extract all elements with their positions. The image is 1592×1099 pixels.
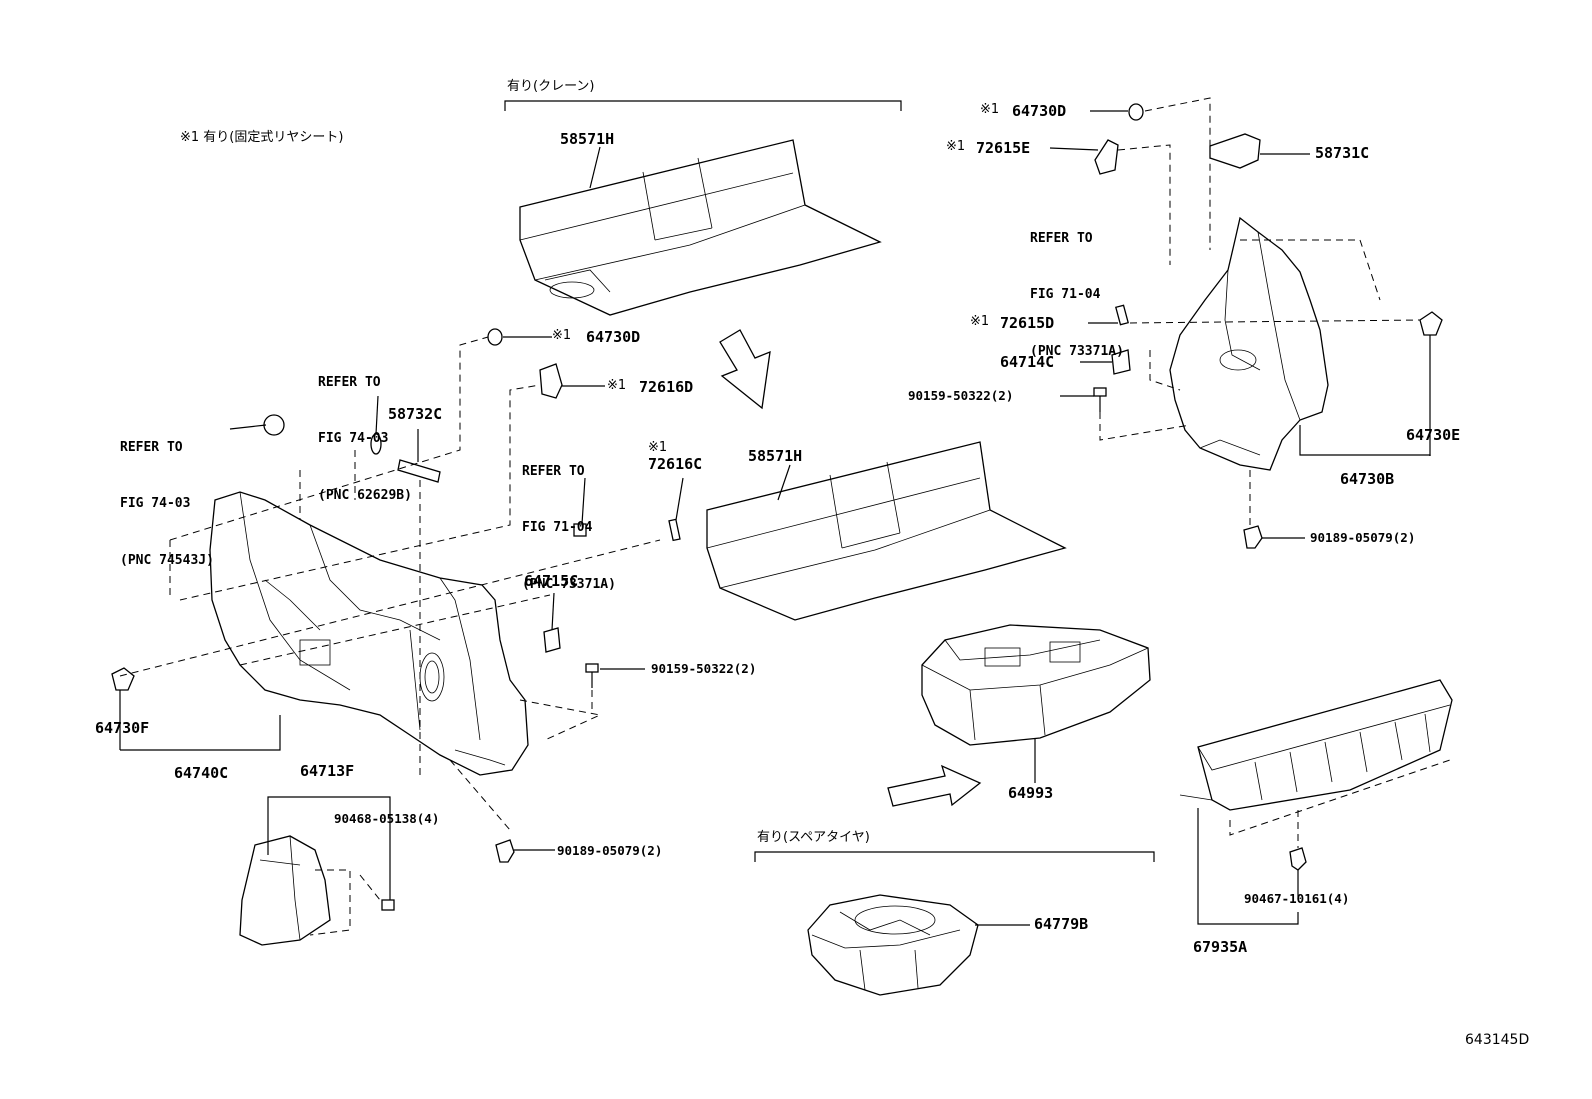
part-58732C[interactable]: 58732C	[388, 405, 443, 423]
bolt-90159-right	[1093, 387, 1107, 412]
deck-board-upper	[519, 139, 882, 316]
clip-64730D-mid	[487, 328, 503, 346]
bracket-64715C	[543, 627, 561, 653]
bracket-58732C	[397, 459, 441, 483]
part-90467-10161[interactable]: 90467-10161(4)	[1244, 891, 1350, 906]
part-64740C[interactable]: 64740C	[174, 764, 229, 782]
part-64730F[interactable]: 64730F	[95, 719, 150, 737]
crane-group-label: 有り(クレーン)	[507, 79, 595, 94]
clip-90189-left	[495, 839, 515, 863]
ref-line: (PNC 62629B)	[318, 487, 412, 503]
clip-64730F	[111, 667, 135, 691]
mark-64730D-mid: ※1	[552, 328, 572, 343]
mark-64730D-top: ※1	[980, 102, 1000, 117]
clip-72615D	[1115, 304, 1129, 326]
part-64730B[interactable]: 64730B	[1340, 470, 1395, 488]
crane-group-bracket	[504, 100, 902, 111]
right-quarter-trim-64730B	[1169, 216, 1329, 471]
ref-line: FIG 71-04	[1030, 287, 1101, 303]
tray-64993	[921, 624, 1151, 746]
part-72615D[interactable]: 72615D	[1000, 314, 1055, 332]
clip-72616C	[668, 518, 681, 542]
part-64713F[interactable]: 64713F	[300, 762, 355, 780]
note-fixed-rear-seat: ※1 有り(固定式リヤシート)	[180, 130, 344, 145]
bolt-90159-left	[585, 663, 599, 688]
part-64730E[interactable]: 64730E	[1406, 426, 1461, 444]
part-64714C[interactable]: 64714C	[1000, 353, 1055, 371]
refer-73371A-left[interactable]: REFER TO FIG 71-04 (PNC 73371A)	[522, 425, 616, 613]
spare-tire-group-bracket	[754, 851, 1155, 862]
ref-line: (PNC 74543J)	[120, 552, 214, 568]
part-72616D[interactable]: 72616D	[639, 378, 694, 396]
left-quarter-trim-64740C	[209, 491, 529, 776]
figure-id: 643145D	[1465, 1032, 1530, 1048]
clip-64730D-top	[1128, 103, 1144, 121]
refer-74543J[interactable]: REFER TO FIG 74-03 (PNC 74543J)	[120, 401, 214, 589]
assembly-arrow-down	[719, 329, 771, 410]
cover-58731C	[1209, 133, 1261, 169]
ref-line: REFER TO	[1030, 230, 1093, 246]
mark-72615E: ※1	[946, 139, 966, 154]
refer-73371A-right[interactable]: REFER TO FIG 71-04 (PNC 73371A)	[1030, 192, 1124, 380]
clip-90189-right	[1243, 525, 1263, 549]
spare-group-label: 有り(スペアタイヤ)	[757, 830, 870, 845]
part-64730D-mid[interactable]: 64730D	[586, 328, 641, 346]
part-90159-50322-left[interactable]: 90159-50322(2)	[651, 661, 757, 676]
mark-72616C: ※1	[648, 440, 668, 455]
part-58731C[interactable]: 58731C	[1315, 144, 1370, 162]
part-72616C[interactable]: 72616C	[648, 455, 703, 473]
clip-64730E	[1419, 311, 1443, 336]
part-64993[interactable]: 64993	[1008, 784, 1054, 802]
ref-line: FIG 71-04	[522, 520, 593, 536]
ref-line: FIG 74-03	[120, 496, 191, 512]
ref-line: REFER TO	[120, 439, 183, 455]
clip-72615E	[1094, 139, 1119, 175]
part-90468-05138[interactable]: 90468-05138(4)	[334, 811, 440, 826]
assembly-arrow-right	[887, 764, 982, 807]
part-58571H-upper[interactable]: 58571H	[560, 130, 615, 148]
assembly-dashed-lines	[119, 97, 1451, 936]
part-64730D-top[interactable]: 64730D	[1012, 102, 1067, 120]
part-90189-05079-left[interactable]: 90189-05079(2)	[557, 843, 663, 858]
leader-lines	[119, 110, 1431, 926]
clip-73371A-left	[573, 523, 587, 537]
ref-line: (PNC 73371A)	[522, 576, 616, 592]
ref-line: REFER TO	[522, 463, 585, 479]
cap-74543J	[263, 414, 285, 436]
part-64779B[interactable]: 64779B	[1034, 915, 1089, 933]
ref-line: (PNC 73371A)	[1030, 343, 1124, 359]
part-72615E[interactable]: 72615E	[976, 139, 1031, 157]
part-90159-50322-right[interactable]: 90159-50322(2)	[908, 388, 1014, 403]
deck-board-lower	[706, 441, 1067, 621]
clip-72616D	[539, 363, 563, 399]
bracket-64714C	[1111, 349, 1131, 375]
clip-90468	[381, 899, 395, 911]
clip-90467	[1289, 847, 1307, 871]
trim-64713F	[239, 835, 331, 946]
foam-64779B	[807, 894, 979, 996]
mark-72616D: ※1	[607, 378, 627, 393]
refer-62629B[interactable]: REFER TO FIG 74-03 (PNC 62629B)	[318, 336, 412, 524]
part-67935A[interactable]: 67935A	[1193, 938, 1248, 956]
scuff-plate-67935A	[1179, 679, 1453, 811]
part-90189-05079-right[interactable]: 90189-05079(2)	[1310, 530, 1416, 545]
ref-line: REFER TO	[318, 374, 381, 390]
part-58571H-lower[interactable]: 58571H	[748, 447, 803, 465]
mark-72615D: ※1	[970, 314, 990, 329]
part-64715C[interactable]: 64715C	[524, 572, 579, 590]
ref-line: FIG 74-03	[318, 431, 389, 447]
